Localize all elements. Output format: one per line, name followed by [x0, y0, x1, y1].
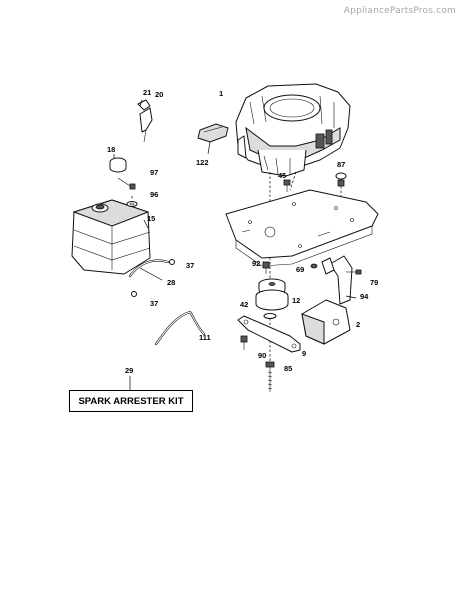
callout-42: 42: [240, 300, 248, 309]
callout-111: 111: [199, 333, 211, 342]
callout-9: 9: [302, 349, 306, 358]
washer-icon[interactable]: [263, 313, 277, 319]
callout-96: 96: [150, 190, 158, 199]
engine-icon[interactable]: [235, 83, 351, 177]
callout-21: 21: [143, 88, 151, 97]
fuel-cap-icon[interactable]: [109, 157, 127, 173]
fuel-tank-icon[interactable]: [71, 199, 151, 275]
bolt-guide: [289, 171, 297, 191]
callout-97: 97: [150, 168, 158, 177]
bracket-icon[interactable]: [237, 315, 301, 353]
callout-94: 94: [360, 292, 369, 301]
clip-icon[interactable]: [137, 99, 153, 143]
gasket-icon[interactable]: [310, 263, 318, 269]
exhaust-pipe-icon[interactable]: [321, 255, 353, 305]
callout-37-lower: 37: [150, 299, 158, 308]
callout-69: 69: [296, 265, 304, 274]
callout-20: 20: [155, 90, 163, 99]
callout-45: 45: [278, 171, 286, 180]
callout-37-upper: 37: [186, 261, 194, 270]
filter-part-icon[interactable]: [197, 123, 229, 143]
bolt-icon[interactable]: [262, 261, 270, 274]
muffler-icon[interactable]: [301, 299, 351, 345]
callout-2: 2: [356, 320, 360, 329]
pulley-icon[interactable]: [255, 278, 289, 311]
callout-15: 15: [147, 214, 155, 223]
callout-90: 90: [258, 351, 266, 360]
long-bolt-icon[interactable]: [265, 361, 275, 392]
washer-icon[interactable]: [126, 201, 138, 207]
frame-plate-icon[interactable]: [225, 189, 379, 267]
bolt-icon[interactable]: [240, 335, 248, 350]
callout-92: 92: [252, 259, 260, 268]
callout-18: 18: [107, 145, 115, 154]
callout-87: 87: [337, 160, 345, 169]
callout-122: 122: [196, 158, 209, 167]
bolt-icon[interactable]: [346, 269, 362, 275]
screw-icon[interactable]: [117, 177, 136, 190]
callout-12: 12: [292, 296, 300, 305]
callout-28: 28: [167, 278, 175, 287]
bolt-icon[interactable]: [283, 179, 291, 192]
callout-1: 1: [219, 89, 223, 98]
watermark: AppliancePartsPros.com: [343, 6, 456, 16]
callout-85: 85: [284, 364, 292, 373]
callout-29: 29: [125, 366, 133, 375]
callout-79: 79: [370, 278, 378, 287]
spacer-icon[interactable]: [335, 172, 347, 187]
spark-arrester-kit-label: SPARK ARRESTER KIT: [69, 390, 193, 412]
hose-clamp-icon[interactable]: [131, 259, 175, 297]
